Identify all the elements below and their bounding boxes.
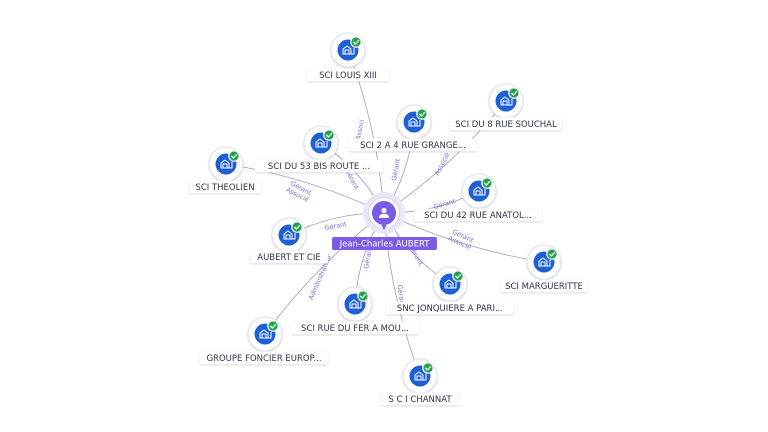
node-label-text: SCI 2 A 4 RUE GRANGE... [360, 141, 466, 151]
building-icon [414, 371, 427, 381]
verified-check-icon [267, 320, 279, 332]
node-label-sci-2a4[interactable]: SCI 2 A 4 RUE GRANGE... [348, 138, 478, 152]
building-icon [220, 159, 233, 169]
verified-check-icon [416, 108, 428, 120]
node-label-text: SCI DU 8 RUE SOUCHAL [455, 120, 557, 130]
verified-check-icon [228, 150, 240, 162]
building-icon [538, 257, 551, 267]
building-icon [315, 138, 328, 148]
node-label-text: SCI MARGUERITTE [505, 282, 583, 292]
node-label-text: SCI DU 42 RUE ANATOL... [424, 211, 532, 221]
company-node-snc-jonquiere[interactable] [432, 266, 468, 302]
verified-check-icon [350, 36, 362, 48]
verified-check-icon [546, 248, 558, 260]
edge-label-sci-2a4: Gérant [390, 158, 402, 182]
edge-label-sci-louis-xiii: Associ [354, 119, 365, 141]
verified-check-icon [422, 362, 434, 374]
building-icon [500, 96, 513, 106]
company-node-sci-du-8[interactable] [488, 83, 524, 119]
company-node-sci-du-42[interactable] [461, 173, 497, 209]
node-label-text: SCI DU 53 BIS ROUTE ... [268, 162, 370, 172]
verified-check-icon [357, 290, 369, 302]
node-label-text: S C I CHANNAT [388, 395, 452, 405]
node-label-sci-theolien[interactable]: SCI THEOLIEN [188, 180, 262, 194]
node-label-text: GROUPE FONCIER EUROP... [206, 354, 321, 364]
node-label-groupe-foncier[interactable]: GROUPE FONCIER EUROP... [199, 351, 329, 365]
node-label-snc-jonquiere[interactable]: SNC JONQUIERE A PARI... [385, 301, 515, 315]
person-name-label[interactable]: Jean-Charles AUBERT [332, 237, 437, 250]
person-icon [379, 207, 389, 218]
node-label-sci-marguerite[interactable]: SCI MARGUERITTE [500, 279, 588, 293]
building-icon [444, 279, 457, 289]
verified-check-icon [508, 87, 520, 99]
node-label-aubert-et-cie[interactable]: AUBERT ET CIE [250, 250, 328, 264]
company-node-groupe-foncier[interactable] [247, 316, 283, 352]
node-label-text: SCI RUE DU FER A MOU... [301, 324, 409, 334]
building-icon [283, 230, 296, 240]
person-node[interactable] [363, 192, 405, 234]
node-label-text: AUBERT ET CIE [257, 253, 321, 263]
company-node-sci-channat[interactable] [402, 358, 438, 394]
building-icon [259, 329, 272, 339]
verified-check-icon [291, 221, 303, 233]
verified-check-icon [323, 129, 335, 141]
company-node-sci-louis-xiii[interactable] [330, 32, 366, 68]
building-icon [342, 45, 355, 55]
company-node-sci-marguerite[interactable] [526, 244, 562, 280]
node-label-sci-rue-du-fer[interactable]: SCI RUE DU FER A MOU... [290, 321, 420, 335]
edge-label-sci-channat: Gérant [395, 284, 406, 308]
node-label-text: SCI THEOLIEN [195, 183, 254, 193]
building-icon [408, 117, 421, 127]
node-label-sci-louis-xiii[interactable]: SCI LOUIS XIII [306, 68, 390, 82]
company-node-sci-2a4[interactable] [396, 104, 432, 140]
edge-label-aubert-et-cie: Gérant [324, 220, 348, 232]
building-icon [473, 186, 486, 196]
verified-check-icon [481, 177, 493, 189]
edge-label-sci-du-8: Associé [433, 151, 452, 176]
person-name: Jean-Charles AUBERT [339, 240, 431, 250]
company-node-sci-du-53[interactable] [303, 125, 339, 161]
company-node-sci-theolien[interactable] [208, 146, 244, 182]
verified-check-icon [452, 270, 464, 282]
node-label-text: SCI LOUIS XIII [319, 71, 377, 81]
edge-label-sci-theolien: GérantAssocié [285, 179, 314, 204]
node-label-sci-du-42[interactable]: SCI DU 42 RUE ANATOL... [413, 208, 543, 222]
company-node-sci-rue-du-fer[interactable] [337, 286, 373, 322]
node-label-sci-du-53[interactable]: SCI DU 53 BIS ROUTE ... [254, 159, 384, 173]
node-label-sci-channat[interactable]: S C I CHANNAT [381, 392, 459, 406]
building-icon [349, 299, 362, 309]
person-pin-tail [381, 225, 387, 230]
node-label-text: SNC JONQUIERE A PARI... [397, 304, 503, 314]
edge-label-sci-rue-du-fer: Gérant [362, 246, 374, 270]
edge-label-sci-marguerite: GérantAssocié [447, 227, 476, 251]
node-label-sci-du-8[interactable]: SCI DU 8 RUE SOUCHAL [449, 117, 563, 131]
company-node-aubert-et-cie[interactable] [271, 217, 307, 253]
